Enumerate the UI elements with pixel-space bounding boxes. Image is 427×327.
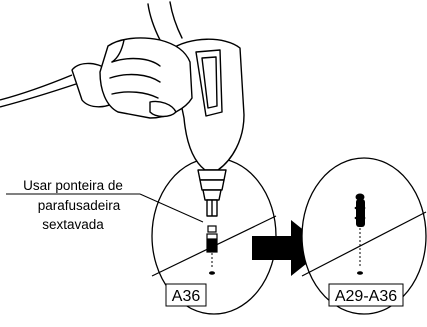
right-detail-circle [301,157,427,315]
callout-line-1: Usar ponteira de [23,178,123,193]
callout-line-3: sextavada [42,217,104,232]
fastener-installed-icon [354,193,366,275]
hex-bit-icon [206,225,218,253]
right-detail-label: A29-A36 [335,288,397,305]
callout-line-2: parafusadeira [38,198,121,213]
screw-icon [209,253,215,275]
hand-icon [99,1,193,119]
left-detail-label: A36 [172,288,201,305]
callout-leader [6,193,204,223]
